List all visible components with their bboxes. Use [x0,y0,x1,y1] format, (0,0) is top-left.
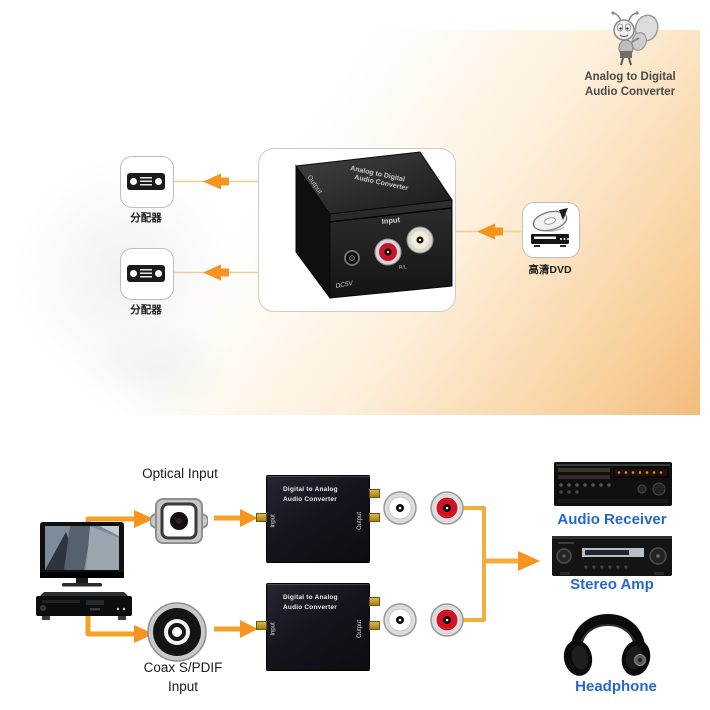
input-port [256,513,267,522]
rca-jack-red-icon [430,491,464,525]
dac-converter-1: Digital to Analog Audio Converter Input … [256,475,380,563]
dvd-deck-icon [36,592,132,620]
arrow-left-icon [477,223,503,240]
converter-title-line1: Digital to Analog [283,486,338,493]
arrow-right-icon [214,620,258,638]
arrow-right-icon [214,509,258,527]
output-port [369,597,380,606]
adc-rl-label: R/L [399,264,408,271]
arrow-left-icon [203,173,229,190]
dvd-card [522,202,580,258]
toslink-icon [150,498,208,544]
tv-icon [40,522,124,587]
brand-name: Analog to Digital Audio Converter [558,70,702,100]
input-side-label: Input [270,622,277,636]
headphone-label: Headphone [575,678,657,695]
stereo-amp-label: Stereo Amp [570,576,654,593]
dac-converter-2: Digital to Analog Audio Converter Input … [256,583,380,671]
coax-input-label-line1: Coax S/PDIF [143,660,223,675]
rca-jack-white-icon [383,603,417,637]
audio-receiver-icon [554,462,672,506]
adc-dc-label: DC5V [335,280,354,290]
coax-icon [147,602,207,662]
output-side-label: Output [356,511,363,531]
converter-title: Digital to Analog Audio Converter [283,593,338,614]
brand-name-line2: Audio Converter [584,85,676,98]
converter-title: Digital to Analog Audio Converter [283,485,338,506]
splitter-label-2: 分配器 [130,304,162,316]
splitter-card-2 [120,248,174,300]
converter-title-line2: Audio Converter [283,604,337,612]
dvd-player-icon [531,208,569,247]
rca-jack-white-icon [406,226,434,254]
rca-jack-white-icon [383,491,417,525]
adc-input-label: Input [381,215,401,226]
output-port [369,489,380,498]
converter-title-line2: Audio Converter [283,496,337,504]
converter-title-line1: Digital to Analog [283,594,338,601]
arrow-left-icon [203,264,229,281]
output-side-label: Output [356,619,363,639]
routing-lines [462,506,540,622]
rca-jack-red-icon [374,238,402,266]
rca-jack-red-icon [430,603,464,637]
stereo-amp-icon [552,536,672,576]
splitter-icon [127,265,165,282]
brand-mascot-icon [611,11,659,66]
dvd-label: 高清DVD [528,264,572,276]
dc-jack-icon [344,250,360,266]
splitter-card-1 [120,156,174,208]
input-port [256,621,267,630]
coax-input-label-line2: Input [167,679,199,694]
arrow-right-icon [518,551,540,571]
audio-receiver-label: Audio Receiver [557,511,667,528]
headphone-icon [563,614,651,676]
output-port [369,513,380,522]
output-port [369,621,380,630]
elbow-arrow-icon [85,612,154,643]
input-side-label: Input [270,514,277,528]
splitter-icon [127,173,165,190]
optical-input-label: Optical Input [142,466,218,481]
splitter-label-1: 分配器 [130,212,162,224]
brand-name-line1: Analog to Digital [584,71,676,83]
adc-converter-image: Analog to Digital Audio Converter Output… [295,151,453,300]
